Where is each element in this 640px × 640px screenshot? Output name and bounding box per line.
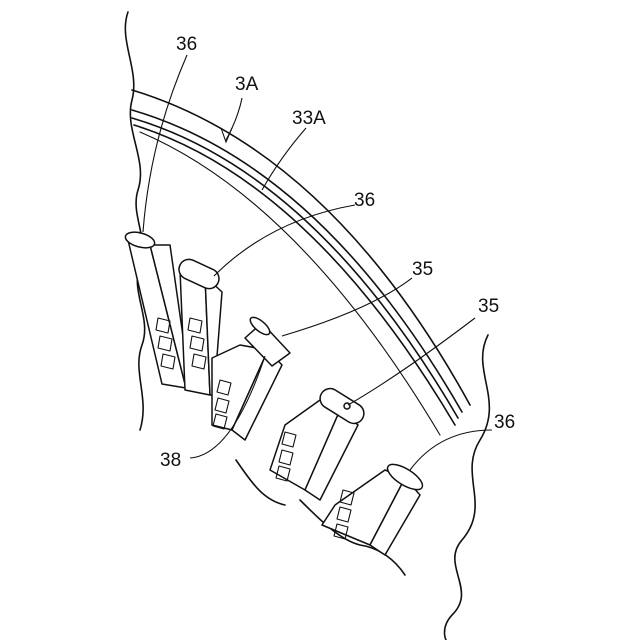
label-33A: 33A — [292, 108, 326, 129]
label-38: 38 — [160, 450, 181, 471]
right-break-line — [445, 335, 490, 640]
label-35-upper: 35 — [412, 259, 433, 280]
tooth-5 — [322, 460, 426, 555]
label-35-lower: 35 — [478, 296, 499, 317]
leader-36-right — [410, 430, 492, 470]
label-36-right: 36 — [494, 412, 515, 433]
left-break-line — [125, 12, 144, 430]
tooth-1 — [124, 229, 190, 388]
label-36-middle: 36 — [354, 190, 375, 211]
tooth-3 — [212, 314, 290, 440]
label-36-left: 36 — [176, 34, 197, 55]
label-3A: 3A — [235, 74, 259, 95]
